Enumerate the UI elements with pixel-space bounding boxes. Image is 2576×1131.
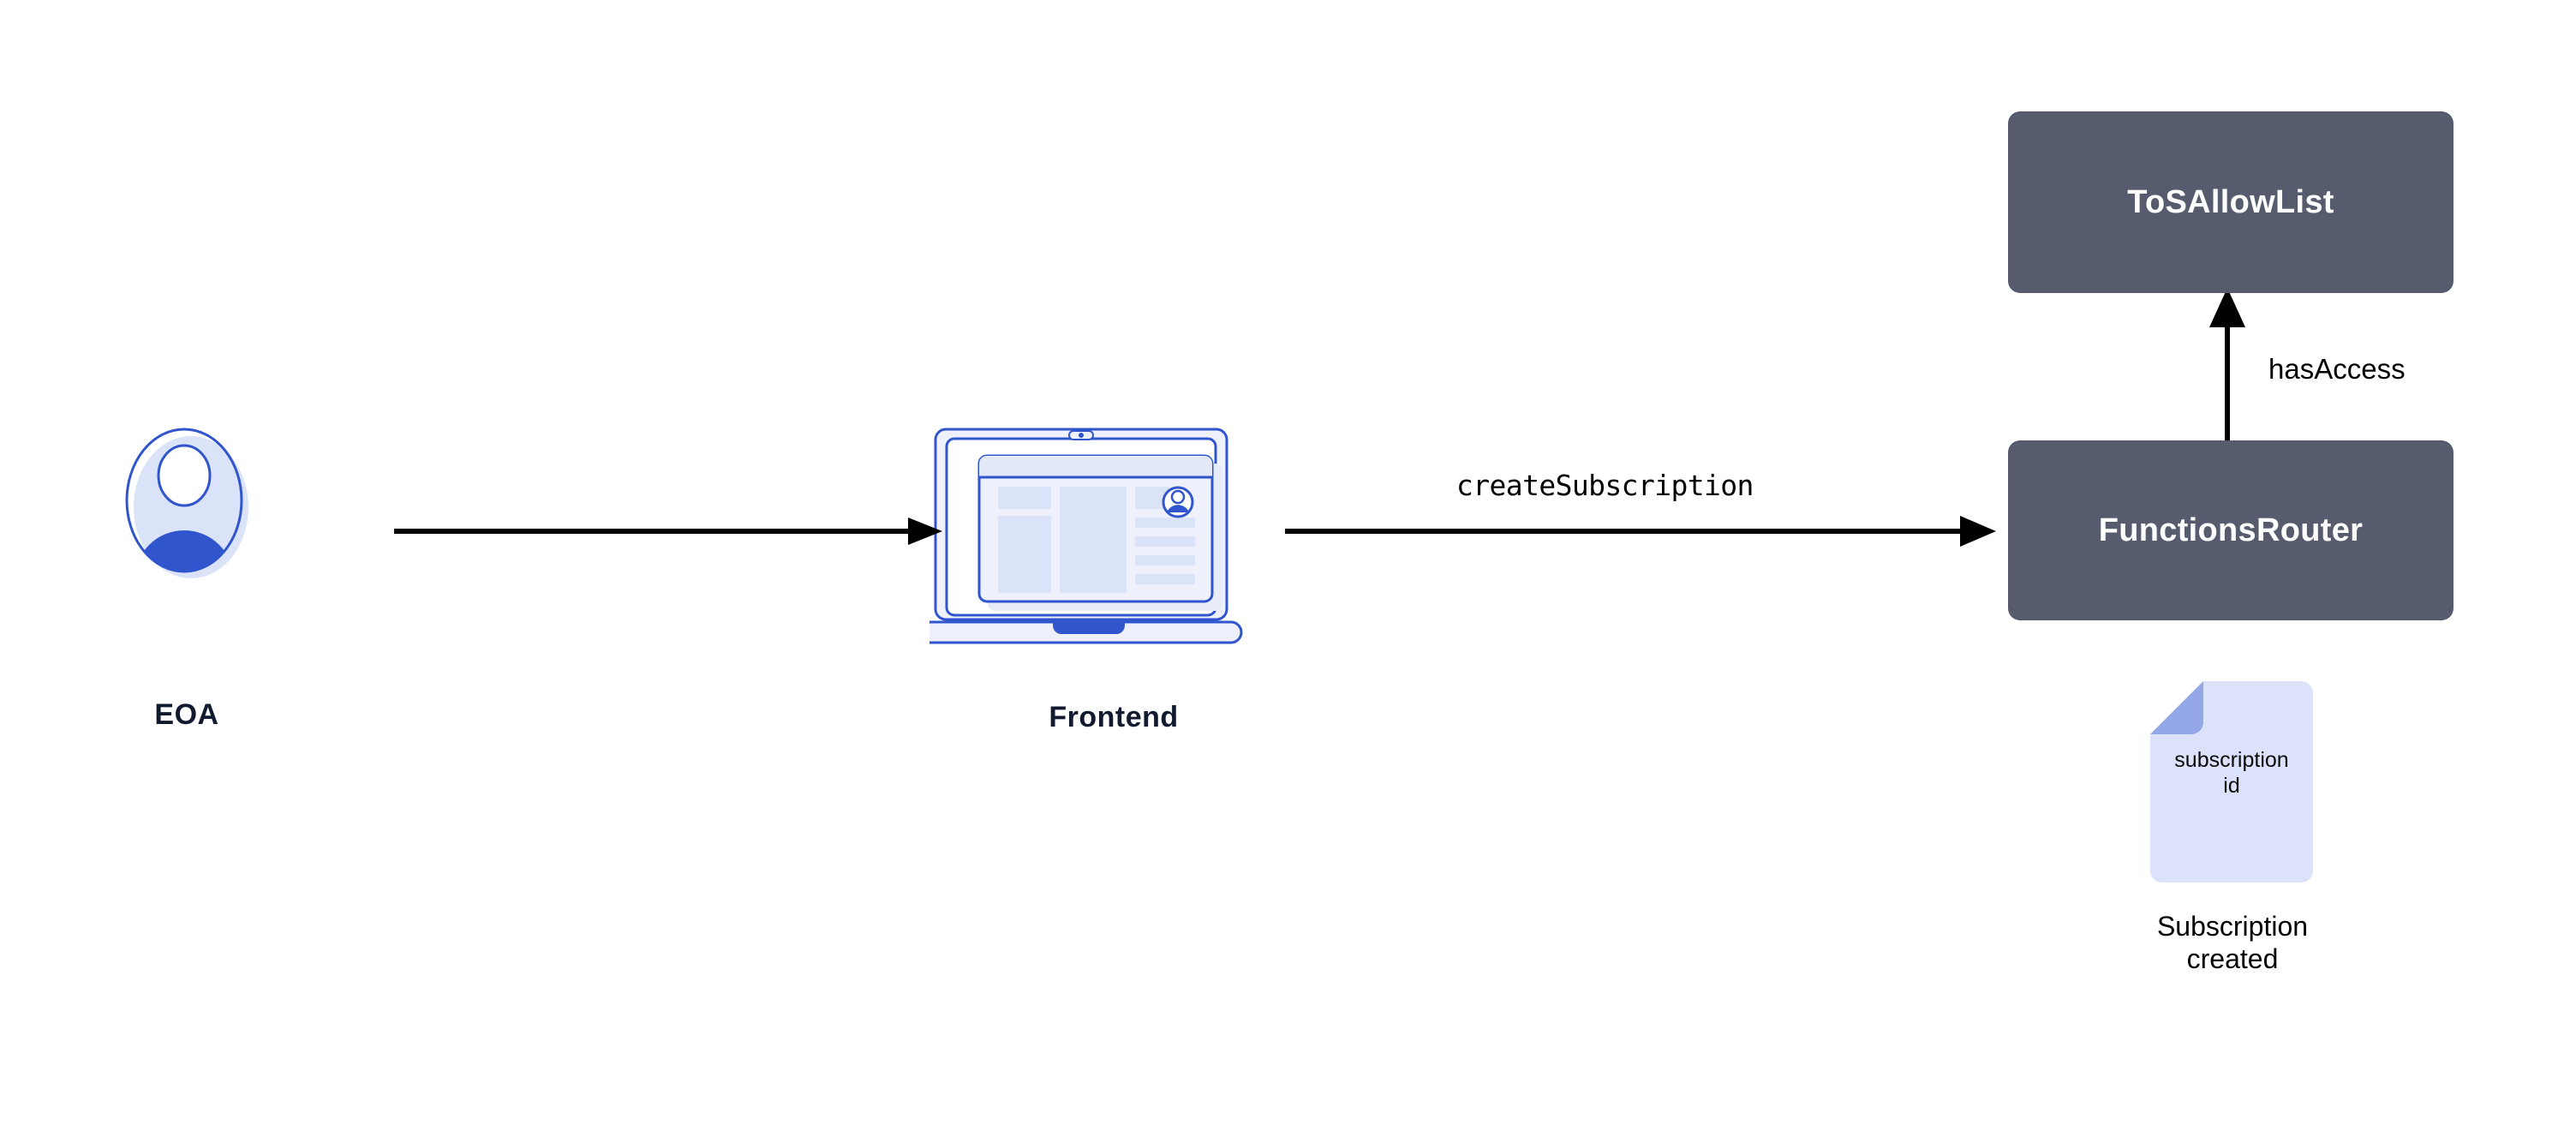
eoa-label: EOA [154, 698, 219, 731]
subscription-caption-line-1: Subscription [2156, 911, 2309, 942]
subscription-document-node: subscription id [2150, 681, 2313, 883]
document-icon [2150, 681, 2313, 883]
frontend-label: Frontend [1049, 701, 1179, 733]
arrow-functions-router-to-tos-allowlist [2209, 288, 2245, 444]
arrow-eoa-to-frontend [394, 518, 942, 545]
subscription-document-caption: Subscription created [2099, 910, 2366, 976]
eoa-actor-node [123, 422, 251, 584]
user-avatar-icon [125, 428, 248, 578]
screen-avatar-icon [1162, 486, 1194, 518]
frontend-laptop-node [919, 427, 1298, 658]
edge-label-has-access: hasAccess [2268, 353, 2406, 385]
edge-label-create-subscription: createSubscription [1456, 469, 1754, 502]
laptop-icon [919, 428, 1243, 644]
contract-box-tos-allowlist[interactable]: ToSAllowList [2008, 111, 2453, 293]
contract-box-functions-router[interactable]: FunctionsRouter [2008, 440, 2453, 620]
subscription-caption-line-2: created [2186, 943, 2279, 975]
contract-box-tos-allowlist-label: ToSAllowList [2127, 183, 2334, 220]
contract-box-functions-router-label: FunctionsRouter [2098, 512, 2364, 548]
arrow-frontend-to-functions-router [1285, 516, 1996, 547]
